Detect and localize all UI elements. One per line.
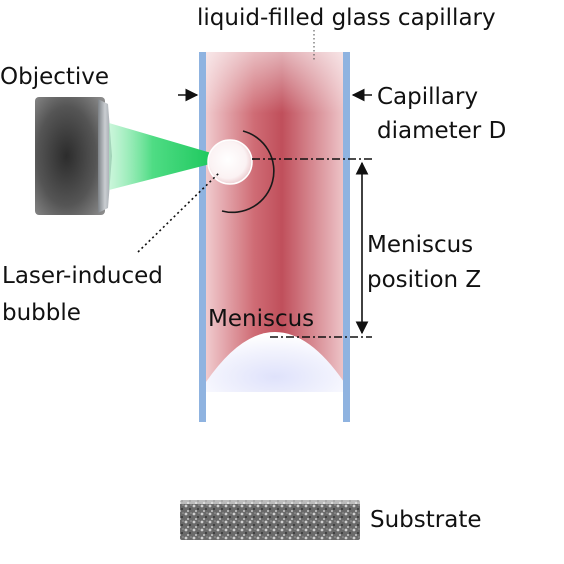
bubble-label-line2: bubble (2, 300, 81, 326)
substrate-label: Substrate (370, 507, 482, 533)
objective-body (35, 97, 105, 215)
capillary-wall-right (343, 52, 350, 422)
shock-wave-arc (221, 130, 275, 214)
objective-label: Objective (0, 64, 109, 90)
substrate-block (180, 500, 360, 540)
capillary-label: liquid-filled glass capillary (197, 5, 496, 31)
bubble-leader-line (137, 171, 221, 253)
position-label-line2: position Z (367, 267, 481, 293)
substrate-top-edge (180, 500, 360, 504)
bubble-circle (207, 139, 253, 185)
capillary (199, 52, 350, 422)
position-label-line1: Meniscus (367, 232, 473, 258)
bubble-label-line1: Laser-induced (2, 263, 163, 289)
diameter-label-line1: Capillary (377, 84, 478, 110)
meniscus-label: Meniscus (208, 306, 314, 332)
objective-front (98, 99, 112, 213)
bubble (207, 130, 275, 214)
meniscus-air (206, 332, 344, 392)
substrate (180, 500, 360, 540)
capillary-wall-left (199, 52, 206, 422)
diameter-label-line2: diameter D (377, 118, 506, 144)
laser-beam (109, 123, 218, 190)
objective (35, 97, 112, 215)
